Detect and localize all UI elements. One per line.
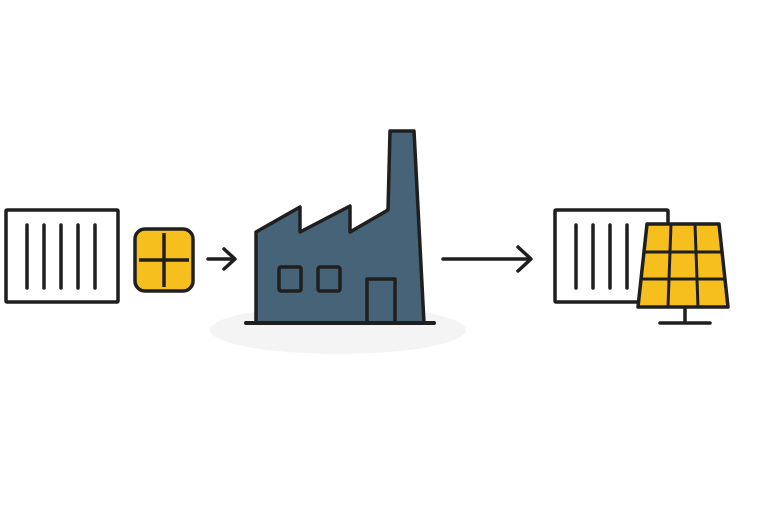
input-container-icon: [4, 208, 120, 304]
factory-icon: [244, 129, 436, 325]
factory-door-icon: [365, 277, 397, 323]
battery-cell-icon: [133, 227, 195, 293]
output-stage: [553, 208, 730, 325]
factory-window-icon: [277, 265, 303, 293]
input-stage: [4, 208, 195, 304]
factory-window-icon: [316, 265, 342, 293]
arrow-right-icon: [441, 245, 533, 273]
solar-panel-icon: [636, 222, 730, 325]
arrow-right-icon: [206, 247, 237, 271]
process-stage: [210, 129, 466, 354]
